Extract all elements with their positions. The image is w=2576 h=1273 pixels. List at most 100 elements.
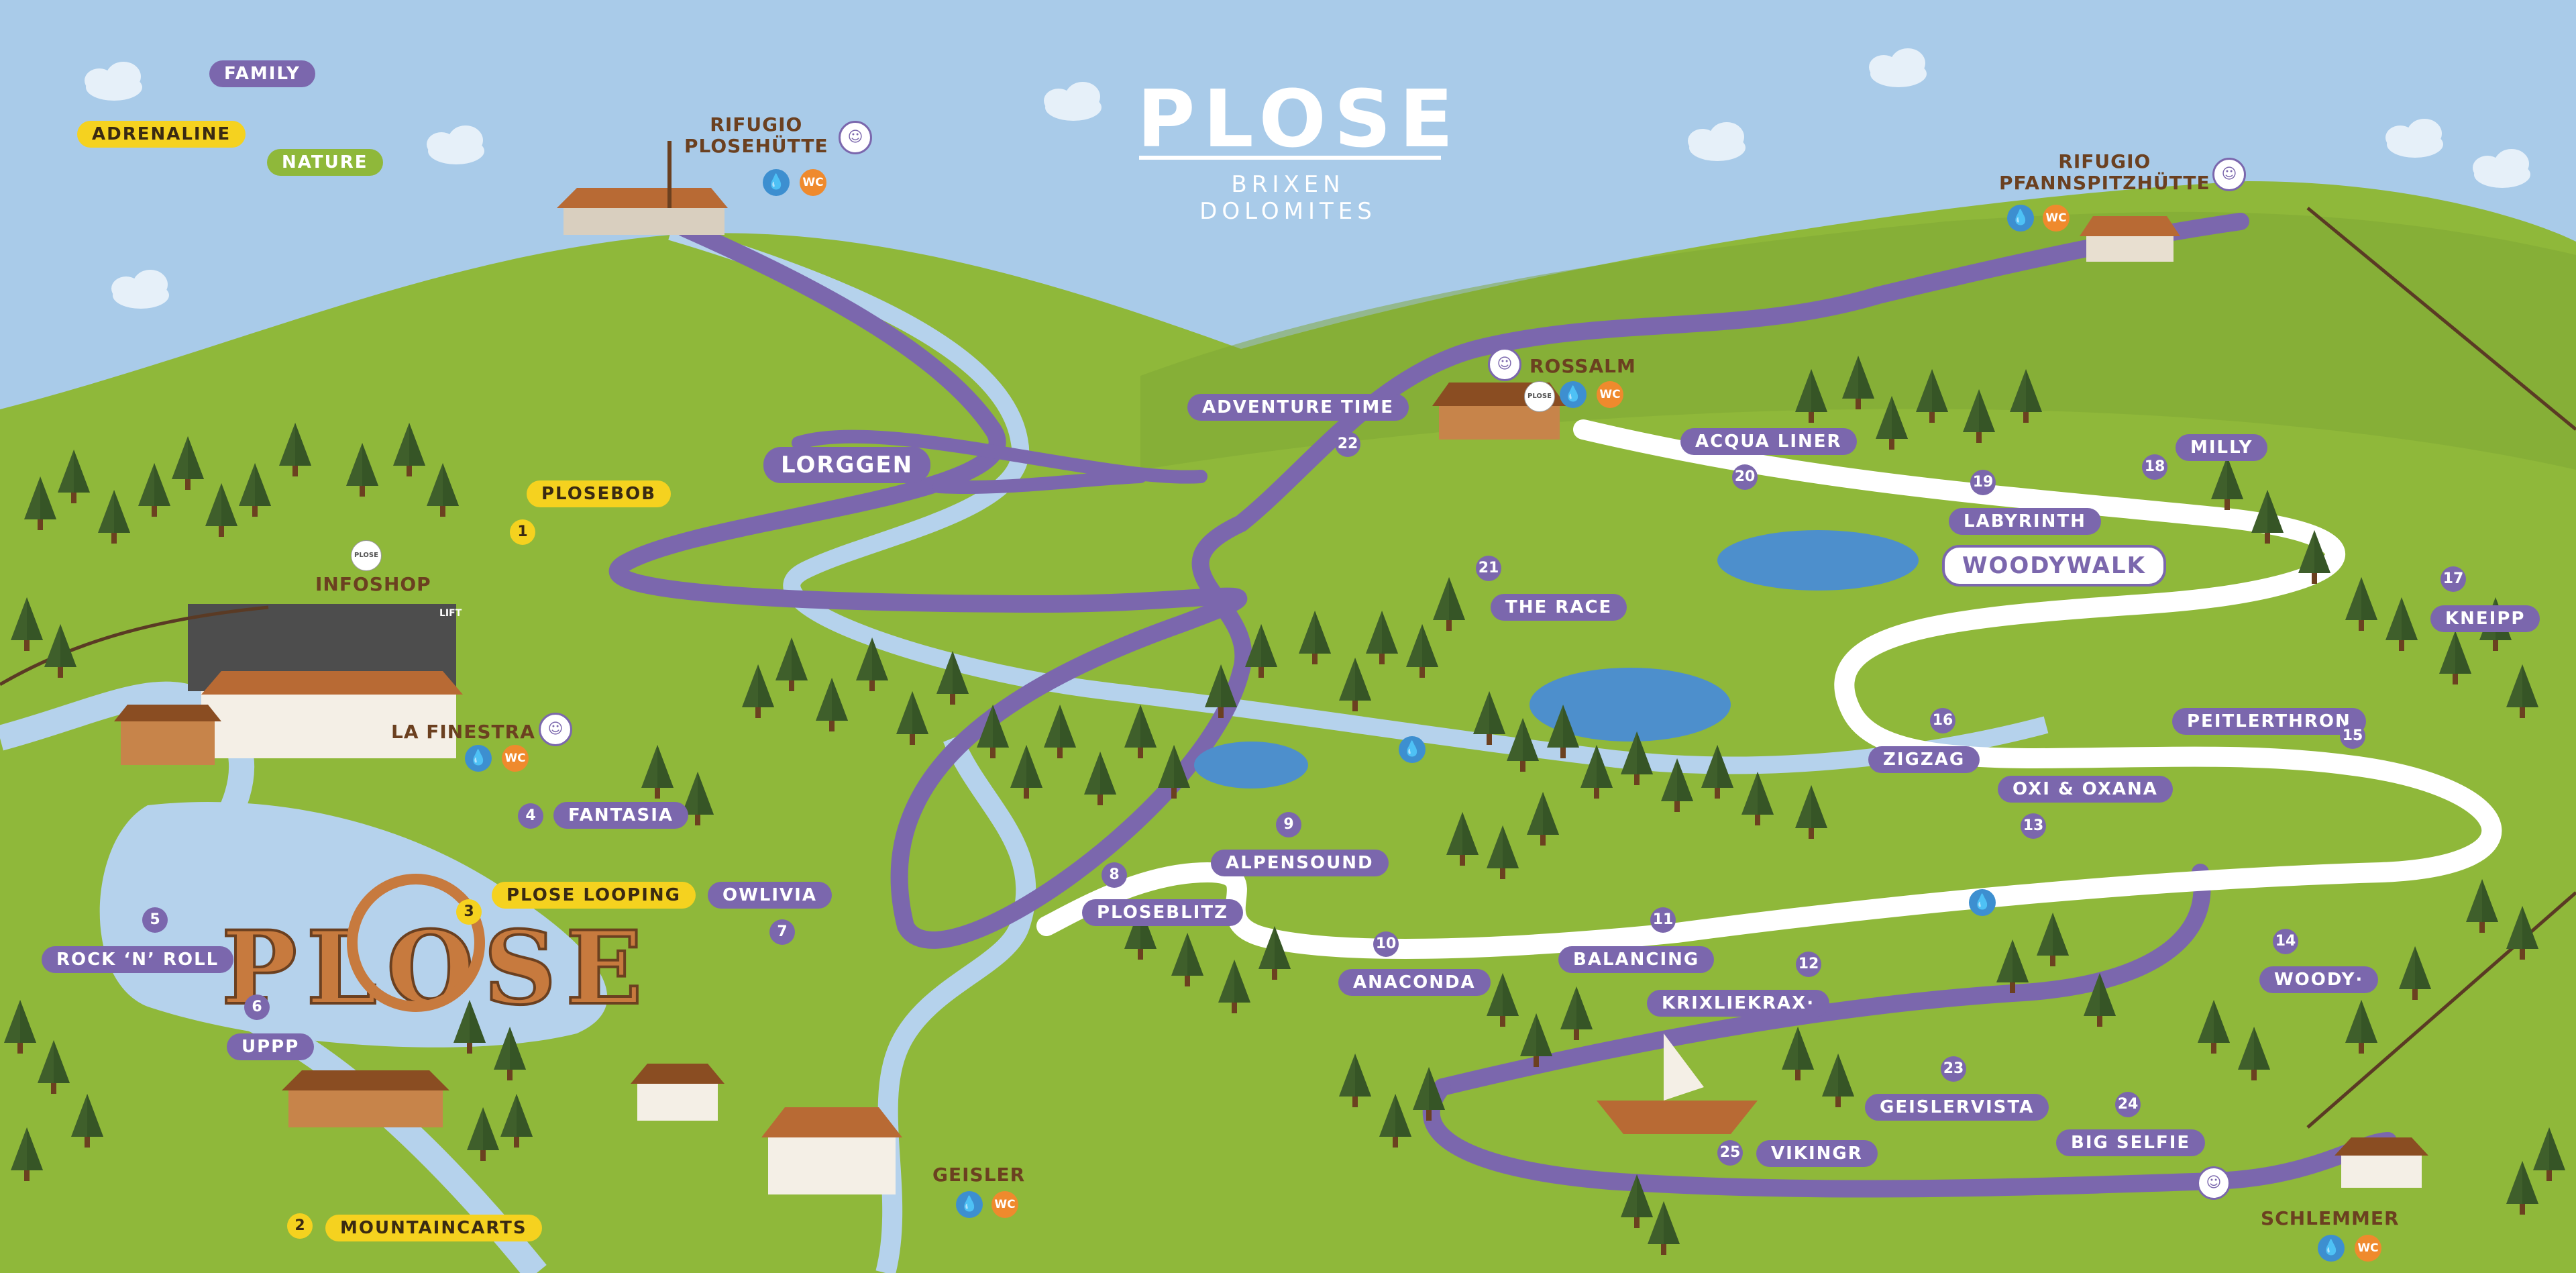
station-number[interactable]: 14 <box>2273 929 2298 954</box>
station-label-kneipp[interactable]: KNEIPP <box>2430 605 2540 632</box>
stamp-icon: ☺ <box>1488 348 1521 381</box>
family-trail-lower <box>1434 864 2211 1096</box>
lake <box>1717 530 1919 591</box>
wc-icon: WC <box>502 745 529 772</box>
station-number[interactable]: 25 <box>1717 1140 1743 1166</box>
station-label-zigzag[interactable]: ZIGZAG <box>1868 746 1980 773</box>
station-label-krixliekrax[interactable]: KRIXLIEKRAX· <box>1647 990 1830 1017</box>
station-label-the-race[interactable]: THE RACE <box>1491 594 1627 621</box>
station-label-plosebob[interactable]: PLOSEBOB <box>527 480 672 507</box>
station-number[interactable]: 21 <box>1476 556 1501 581</box>
water-icon: 💧 <box>1560 381 1587 408</box>
place-geisler: GEISLER <box>932 1164 1026 1186</box>
pond <box>1194 742 1308 788</box>
station-number[interactable]: 6 <box>244 995 270 1020</box>
station-number[interactable]: 9 <box>1276 812 1301 837</box>
station-number[interactable]: 12 <box>1796 952 1821 977</box>
legend-adrenaline[interactable]: ADRENALINE <box>77 121 246 148</box>
station-label-vikingr[interactable]: VIKINGR <box>1756 1140 1878 1167</box>
looping-wheel <box>347 874 485 1012</box>
legend-family[interactable]: FAMILY <box>209 60 315 87</box>
plose-badge-icon: PLOSE <box>351 540 382 571</box>
water-icon: 💧 <box>2007 205 2034 232</box>
station-number[interactable]: 8 <box>1102 862 1127 888</box>
cable-line <box>0 605 269 686</box>
wc-icon: WC <box>2355 1235 2381 1262</box>
station-number[interactable]: 23 <box>1941 1056 1966 1082</box>
station-number[interactable]: 16 <box>1930 708 1955 733</box>
family-trail-lower <box>1422 1078 2397 1198</box>
infoshop-building <box>114 604 463 765</box>
station-label-owlivia[interactable]: OWLIVIA <box>708 882 832 909</box>
station-label-labyrinth[interactable]: LABYRINTH <box>1949 508 2101 535</box>
lift-sign-text: LIFT <box>439 608 462 619</box>
station-number[interactable]: 1 <box>510 519 535 545</box>
legend-nature[interactable]: NATURE <box>267 149 383 176</box>
water-icon: 💧 <box>1969 889 1996 916</box>
station-number[interactable]: 2 <box>287 1213 313 1239</box>
stamp-icon: ☺ <box>839 121 872 154</box>
station-label-plose-looping[interactable]: PLOSE LOOPING <box>492 882 696 909</box>
logo-rule <box>1139 156 1441 160</box>
stream <box>668 223 2049 774</box>
lake <box>1529 668 1731 742</box>
station-label-uppp[interactable]: UPPP <box>227 1033 315 1060</box>
station-number[interactable]: 22 <box>1335 431 1360 457</box>
station-label-fantasia[interactable]: FANTASIA <box>553 802 689 829</box>
place-rossalm: ROSSALM <box>1529 355 1636 377</box>
station-number[interactable]: 13 <box>2021 813 2046 839</box>
station-number[interactable]: 17 <box>2440 566 2466 592</box>
station-label-geislervista[interactable]: GEISLERVISTA <box>1865 1094 2049 1121</box>
station-label-peitlerthron[interactable]: PEITLERTHRON <box>2172 708 2366 735</box>
station-label-big-selfie[interactable]: BIG SELFIE <box>2056 1129 2206 1156</box>
water-icon: 💧 <box>465 745 492 772</box>
station-label-oxi-oxana[interactable]: OXI & OXANA <box>1998 776 2173 803</box>
station-number[interactable]: 11 <box>1650 907 1676 933</box>
station-label-alpensound[interactable]: ALPENSOUND <box>1211 850 1389 876</box>
church <box>631 1064 724 1121</box>
station-number[interactable]: 24 <box>2115 1092 2141 1117</box>
station-label-adventure-time[interactable]: ADVENTURE TIME <box>1187 394 1409 421</box>
viking-ship <box>1597 1033 1758 1134</box>
place-schlemmer: SCHLEMMER <box>2261 1207 2400 1229</box>
station-number[interactable]: 4 <box>518 803 543 829</box>
logo-title: PLOSE <box>1137 72 1462 165</box>
station-number[interactable]: 7 <box>769 919 795 945</box>
family-trail-upper <box>792 429 1208 494</box>
station-label-rock-n-roll[interactable]: ROCK ‘N’ ROLL <box>42 946 234 973</box>
lift-sign: LIFT <box>439 608 462 619</box>
stamp-icon: ☺ <box>2212 158 2246 191</box>
station-number[interactable]: 15 <box>2340 723 2365 749</box>
water-icon: 💧 <box>763 169 790 196</box>
stamp-icon: ☺ <box>539 713 572 746</box>
station-number[interactable]: 19 <box>1970 470 1996 495</box>
stamp-icon: ☺ <box>2197 1166 2231 1200</box>
station-label-anaconda[interactable]: ANACONDA <box>1338 969 1491 996</box>
station-label-acqua-liner[interactable]: ACQUA LINER <box>1680 428 1857 455</box>
station-number[interactable]: 5 <box>142 907 168 933</box>
station-label-balancing[interactable]: BALANCING <box>1558 946 1715 973</box>
station-label-mountaincarts[interactable]: MOUNTAINCARTS <box>325 1215 542 1241</box>
geisler-building <box>761 1107 902 1194</box>
station-number[interactable]: 20 <box>1732 464 1758 490</box>
station-label-ploseblitz[interactable]: PLOSEBLITZ <box>1082 899 1243 926</box>
station-label-milly[interactable]: MILLY <box>2176 434 2268 461</box>
station-number[interactable]: 18 <box>2142 454 2167 480</box>
farmhouse <box>282 1070 449 1127</box>
trail-woodywalk[interactable]: WOODYWALK <box>1942 545 2166 587</box>
water-icon: 💧 <box>2318 1235 2345 1262</box>
pfannspitz-building <box>2080 216 2180 262</box>
station-number[interactable]: 3 <box>456 899 482 925</box>
plosehuette-building <box>557 141 728 235</box>
trail-lorggen[interactable]: LORGGEN <box>763 447 931 483</box>
wc-icon: WC <box>2043 205 2070 232</box>
plose-badge-icon: PLOSE <box>1524 381 1555 412</box>
station-number[interactable]: 10 <box>1373 931 1399 957</box>
logo-subtitle: BRIXEN DOLOMITES <box>1199 171 1377 225</box>
family-trail <box>608 213 2249 949</box>
station-label-woody[interactable]: WOODY· <box>2259 966 2379 993</box>
